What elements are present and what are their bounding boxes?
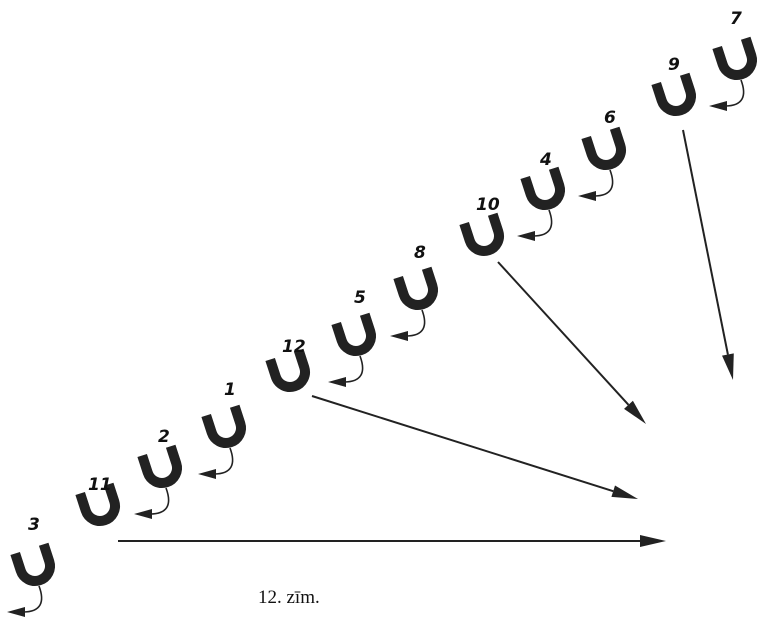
horseshoe-icon [581, 126, 626, 170]
marker-number: 2 [158, 427, 170, 447]
marker-8: 8 [390, 243, 438, 341]
marker-7: 7 [709, 9, 757, 111]
horseshoe-icon [137, 444, 182, 488]
turn-arrow-icon [724, 79, 745, 107]
path-arrow-11 [118, 535, 666, 547]
turn-arrowhead-icon [517, 231, 535, 241]
path-arrow-9 [682, 129, 734, 380]
path-arrow-12 [311, 395, 638, 499]
turn-arrow-icon [593, 169, 614, 197]
turn-arrow-icon [22, 585, 43, 613]
turn-arrowhead-icon [390, 331, 408, 341]
marker-6: 6 [578, 108, 626, 201]
horseshoe-icon [201, 404, 246, 448]
marker-12: 12 [265, 337, 310, 392]
arrowhead-icon [624, 400, 646, 424]
marker-5: 5 [328, 288, 376, 387]
turn-arrow-icon [149, 487, 170, 515]
marker-9: 9 [651, 55, 696, 116]
marker-1: 1 [198, 380, 246, 479]
marker-number: 3 [28, 515, 40, 535]
turn-arrowhead-icon [198, 469, 216, 479]
horseshoe-icon [459, 212, 504, 256]
turn-arrowhead-icon [578, 191, 596, 201]
horseshoe-icon [393, 266, 438, 310]
arrowhead-icon [722, 353, 734, 380]
horseshoe-icon [520, 166, 565, 210]
marker-number: 7 [730, 9, 742, 29]
marker-number: 11 [88, 475, 112, 495]
turn-arrowhead-icon [134, 509, 152, 519]
marker-number: 6 [604, 108, 616, 128]
marker-4: 4 [517, 150, 565, 241]
marker-3: 3 [7, 515, 55, 617]
turn-arrow-icon [405, 309, 426, 337]
marker-number: 1 [224, 380, 236, 400]
arrowhead-icon [611, 485, 638, 499]
marker-2: 2 [134, 427, 182, 519]
horseshoe-icon [331, 312, 376, 356]
arrowhead-icon [640, 535, 666, 547]
horseshoe-icon [75, 482, 120, 526]
horseshoe-icon [265, 348, 310, 392]
horseshoe-icon [712, 36, 757, 80]
marker-number: 10 [476, 195, 500, 215]
turn-arrow-icon [532, 209, 553, 237]
marker-number: 12 [282, 337, 306, 357]
turn-arrowhead-icon [328, 377, 346, 387]
marker-10: 10 [459, 195, 504, 256]
turn-arrowhead-icon [709, 101, 727, 111]
horseshoe-icon [651, 72, 696, 116]
turn-arrowhead-icon [7, 607, 25, 617]
figure-caption: 12. zīm. [258, 587, 320, 608]
path-arrow-10 [497, 261, 646, 424]
marker-number: 5 [354, 288, 366, 308]
marker-number: 9 [668, 55, 680, 75]
turn-arrow-icon [343, 355, 364, 383]
marker-number: 8 [414, 243, 426, 263]
paths-layer [118, 129, 734, 547]
marker-number: 4 [539, 150, 552, 170]
horseshoe-icon [10, 542, 55, 586]
marker-11: 11 [75, 475, 120, 526]
turn-arrow-icon [213, 447, 234, 475]
